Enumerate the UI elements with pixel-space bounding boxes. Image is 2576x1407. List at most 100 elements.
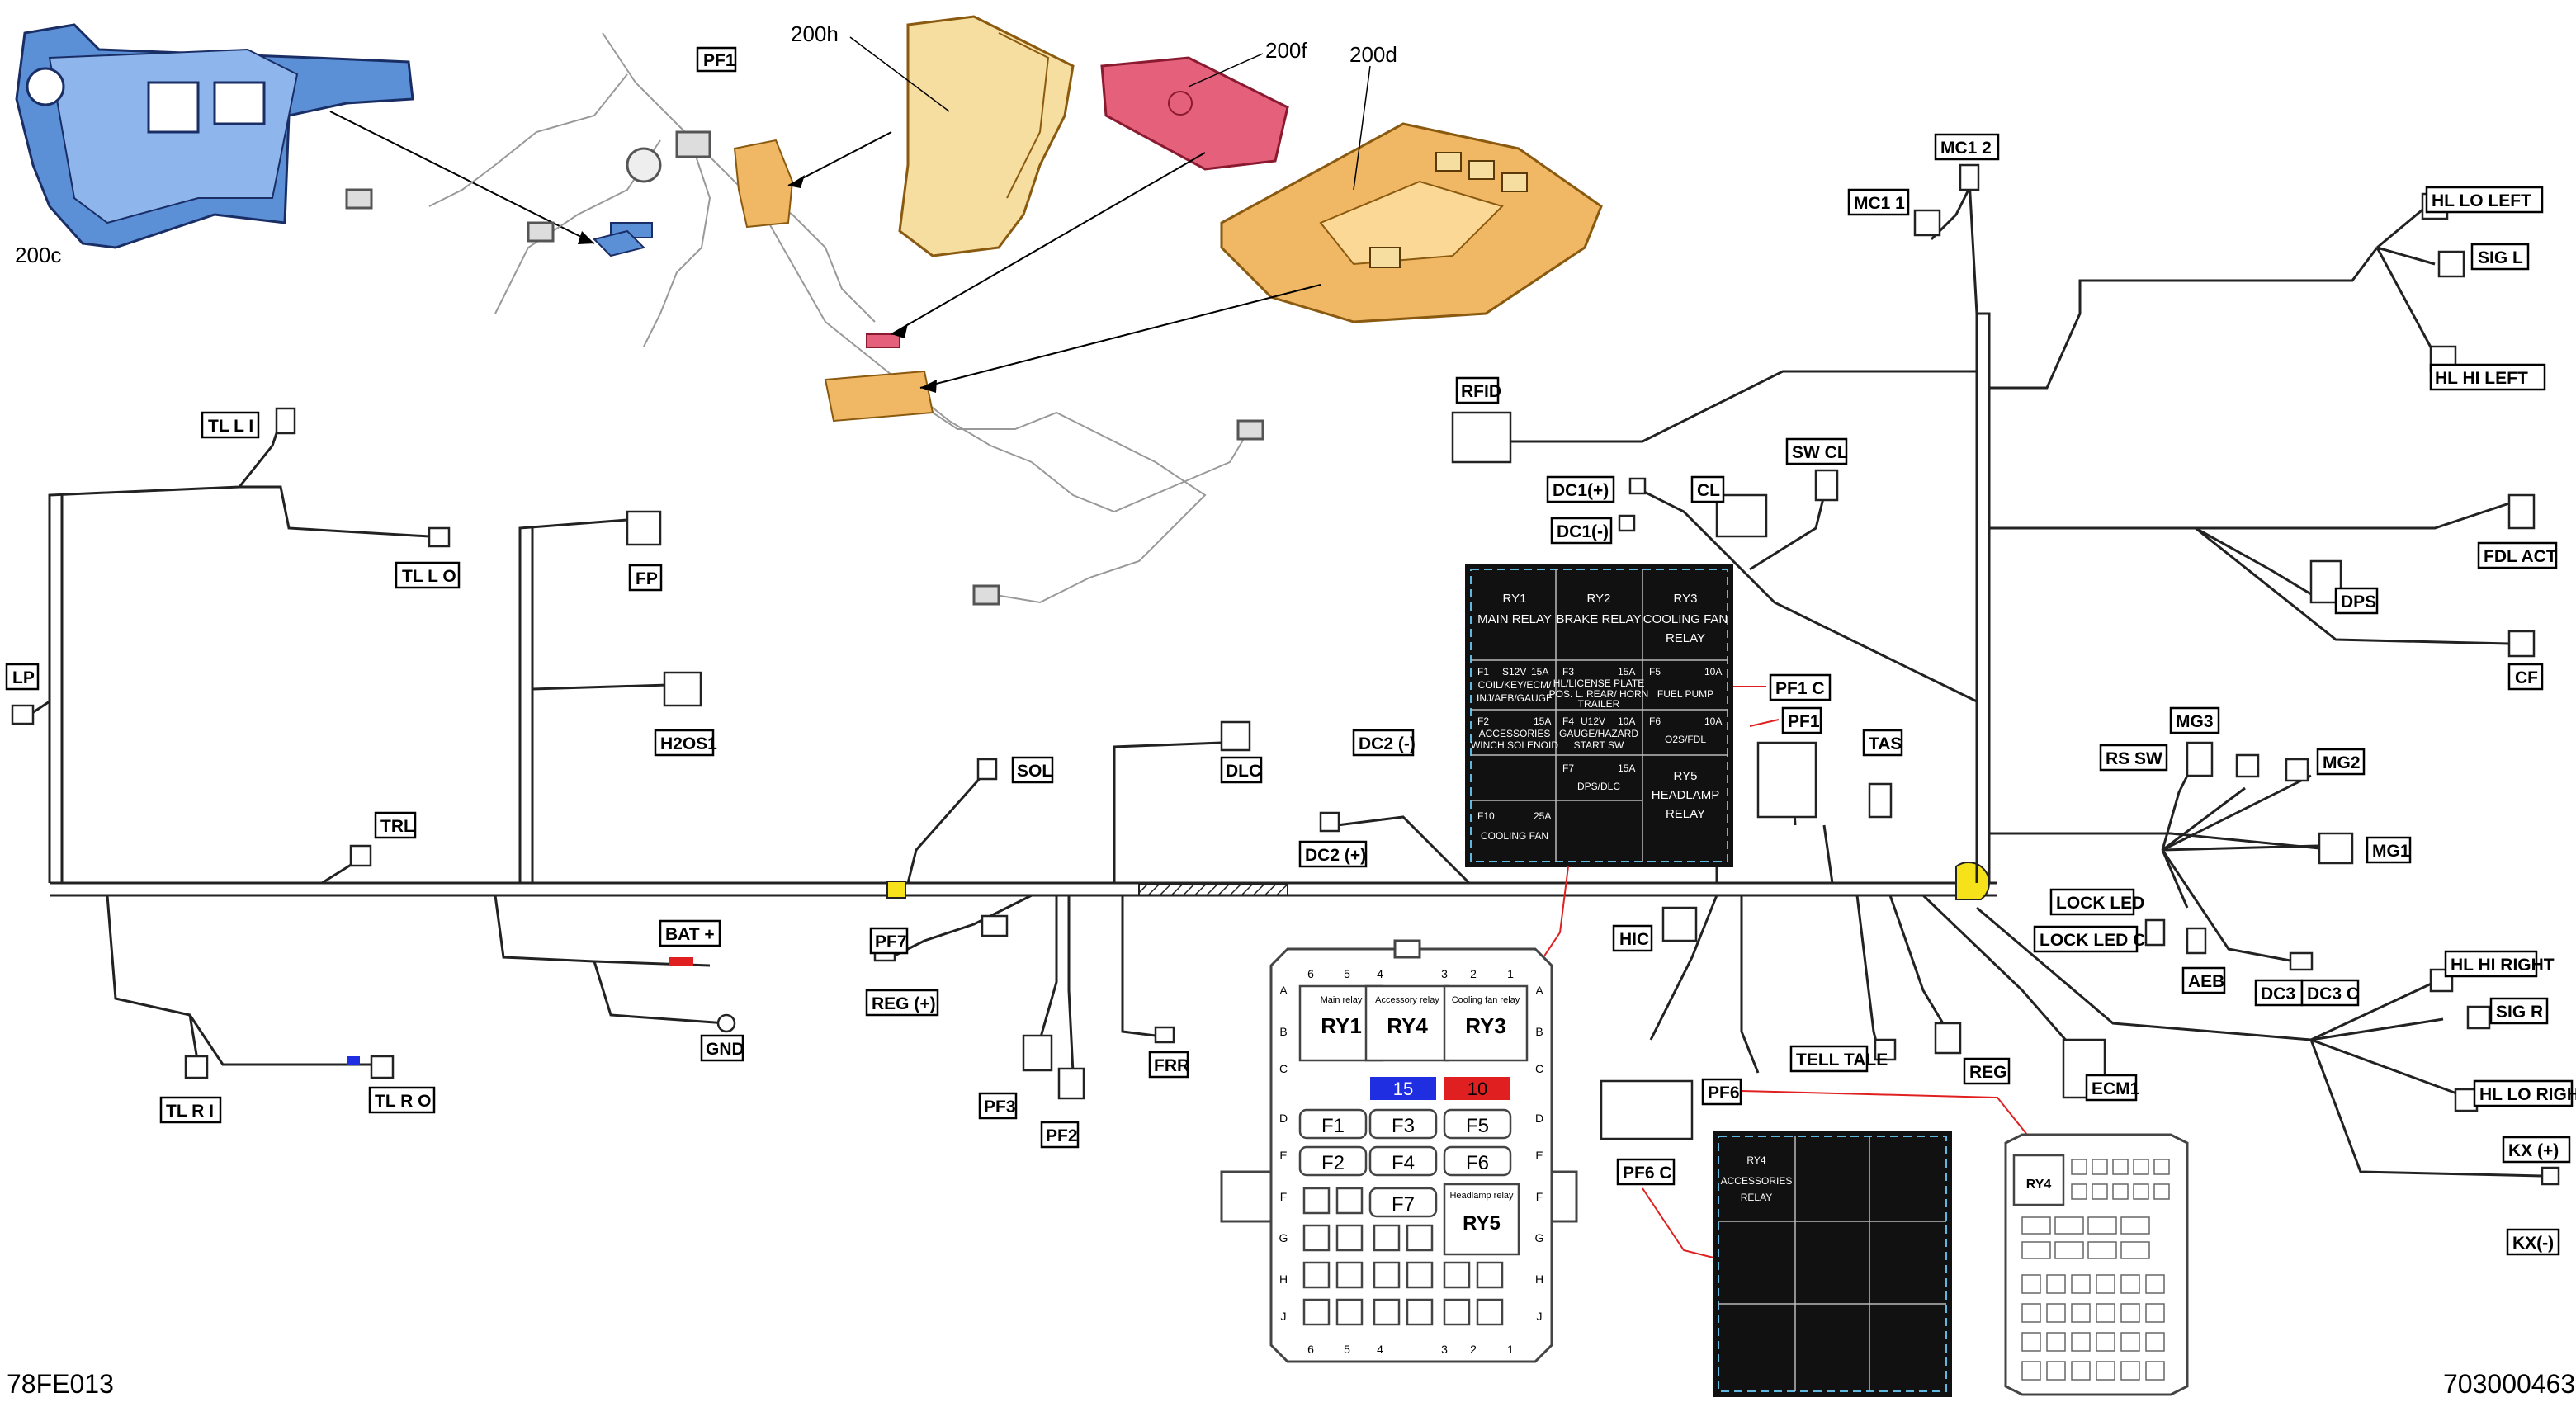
fuse-f7-id: F7 xyxy=(1562,763,1574,774)
fuse-f1-amp: 15A xyxy=(1531,666,1548,678)
row-g-r: G xyxy=(1535,1231,1544,1244)
label-h2os1: H2OS1 xyxy=(660,734,717,753)
fuse-f1-sub: S12V xyxy=(1502,666,1526,678)
main-harness xyxy=(24,164,2543,1178)
fuse-f3-desc1: HL/LICENSE PLATE xyxy=(1553,678,1644,689)
block-ry5-head: Headlamp relay xyxy=(1449,1191,1514,1201)
col-top-2: 2 xyxy=(1470,967,1477,980)
fuse-f5-id: F5 xyxy=(1649,666,1661,678)
block-ry1: RY1 xyxy=(1321,1013,1362,1038)
row-d-r: D xyxy=(1535,1112,1543,1125)
fuse-f6-desc: O2S/FDL xyxy=(1665,734,1706,745)
label-tlro: TL R O xyxy=(375,1092,431,1111)
label-sigl: SIG L xyxy=(2478,248,2523,267)
label-tllo: TL L O xyxy=(402,567,456,586)
label-pf7: PF7 xyxy=(875,932,907,951)
fuse-f6-amp: 10A xyxy=(1704,715,1722,727)
label-pf3: PF3 xyxy=(984,1098,1016,1117)
fuse-f10-amp: 25A xyxy=(1534,810,1551,822)
fuse-f5-desc: FUEL PUMP xyxy=(1657,688,1713,700)
leader-line-pf6 xyxy=(1741,1090,2031,1140)
row-h: H xyxy=(1279,1272,1288,1286)
row-e-r: E xyxy=(1535,1149,1543,1162)
block-f1: F1 xyxy=(1321,1115,1345,1137)
bracket-200h xyxy=(787,15,1075,257)
col-top-5: 5 xyxy=(1344,967,1350,980)
label-tas: TAS xyxy=(1869,734,1902,753)
block-n10: 10 xyxy=(1468,1079,1487,1099)
fuse-f10-desc: COOLING FAN xyxy=(1481,830,1548,842)
label-dc3: DC3 xyxy=(2261,984,2295,1003)
label-dc2p: DC2 (+) xyxy=(1305,846,1366,865)
row-e: E xyxy=(1279,1149,1287,1162)
label-rssw: RS SW xyxy=(2106,749,2162,768)
col-bot-4: 4 xyxy=(1377,1343,1383,1356)
row-d: D xyxy=(1279,1112,1288,1125)
pf6-ry4-name2: RELAY xyxy=(1741,1192,1772,1203)
block-f3: F3 xyxy=(1392,1115,1415,1137)
fuse-f7-desc: DPS/DLC xyxy=(1577,781,1620,792)
label-fdlact: FDL ACT xyxy=(2484,547,2557,566)
fuse-ry2-id: RY2 xyxy=(1587,592,1611,606)
label-reg: REG xyxy=(1969,1063,2007,1082)
row-a: A xyxy=(1279,984,1288,997)
label-telltale: TELL TALE xyxy=(1796,1051,1888,1069)
label-swcl: SW CL xyxy=(1792,443,1848,462)
label-pf1b: PF1 xyxy=(1788,712,1820,731)
label-mg2: MG2 xyxy=(2323,753,2361,772)
fuse-ry3-name1: COOLING FAN xyxy=(1643,612,1728,626)
row-j-r: J xyxy=(1537,1310,1543,1323)
label-hlloleft: HL LO LEFT xyxy=(2432,191,2531,210)
fuse-f4-sub: U12V xyxy=(1581,715,1605,727)
label-dc3c: DC3 C xyxy=(2307,984,2359,1003)
label-mg3: MG3 xyxy=(2176,712,2214,731)
part-label-200d: 200d xyxy=(1349,42,1397,67)
fuse-f3-desc2: POS. L. REAR/ HORN xyxy=(1549,688,1649,700)
connector-labels: TL L I TL L O LP FP H2OS1 TRL SOL DLC BA… xyxy=(5,133,2576,1256)
fuse-ry1-id: RY1 xyxy=(1503,592,1527,606)
fuse-f4-amp: 10A xyxy=(1618,715,1635,727)
row-h-r: H xyxy=(1535,1272,1543,1286)
part-label-200f: 200f xyxy=(1265,38,1307,63)
leader-line-pf6c xyxy=(1642,1187,1718,1259)
label-dc2m: DC2 (-) xyxy=(1359,734,1416,753)
leader-line-pf1 xyxy=(1749,719,1780,727)
fuse-f4-desc1: GAUGE/HAZARD xyxy=(1559,728,1638,739)
label-tlri: TL R I xyxy=(166,1102,214,1121)
label-reg-plus: REG (+) xyxy=(872,994,936,1013)
block-ry3: RY3 xyxy=(1465,1013,1506,1038)
label-dlc: DLC xyxy=(1226,762,1261,781)
label-bat: BAT + xyxy=(665,925,715,944)
row-b-r: B xyxy=(1535,1025,1543,1038)
fuse-f3-amp: 15A xyxy=(1618,666,1635,678)
fuse-f2-desc2: WINCH SOLENOID xyxy=(1471,739,1558,751)
block-f7: F7 xyxy=(1392,1193,1415,1216)
harness-sketch xyxy=(345,32,1264,606)
label-sigr: SIG R xyxy=(2496,1003,2543,1022)
fuse-ry5-name2: RELAY xyxy=(1666,807,1705,821)
fuse-f2-desc1: ACCESSORIES xyxy=(1479,728,1551,739)
block-f2: F2 xyxy=(1321,1152,1345,1174)
col-bot-3: 3 xyxy=(1441,1343,1448,1356)
row-j: J xyxy=(1281,1310,1287,1323)
label-aeb: AEB xyxy=(2188,972,2224,991)
fuse-f3-desc3: TRAILER xyxy=(1578,698,1620,710)
fuse-f10-id: F10 xyxy=(1477,810,1495,822)
bracket-200c xyxy=(15,23,595,249)
col-top-6: 6 xyxy=(1307,967,1314,980)
label-pf2: PF2 xyxy=(1046,1126,1078,1145)
fuse-legend-pf6: RY4 ACCESSORIES RELAY xyxy=(1713,1131,1952,1397)
row-f-r: F xyxy=(1536,1190,1543,1203)
fuse-ry3-id: RY3 xyxy=(1674,592,1698,606)
cover-200f xyxy=(891,53,1289,338)
fuse-f3-id: F3 xyxy=(1562,666,1574,678)
label-dps: DPS xyxy=(2341,593,2376,611)
fuse-f2-amp: 15A xyxy=(1534,715,1551,727)
fuse-f4-desc2: START SW xyxy=(1574,739,1624,751)
row-f: F xyxy=(1280,1190,1288,1203)
fuse-ry1-name: MAIN RELAY xyxy=(1477,612,1552,626)
row-a-r: A xyxy=(1535,984,1543,997)
col-top-1: 1 xyxy=(1507,967,1514,980)
label-sol: SOL xyxy=(1017,762,1052,781)
fuse-f1-id: F1 xyxy=(1477,666,1489,678)
